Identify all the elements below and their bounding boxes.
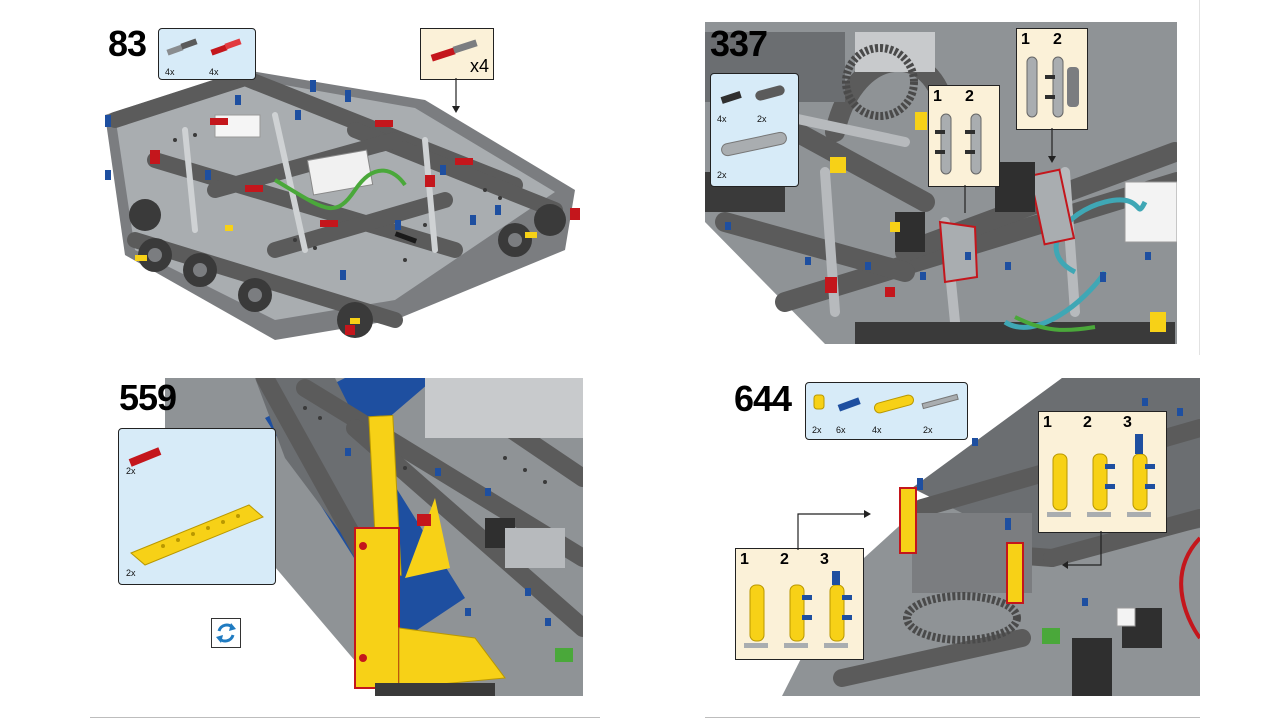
yellow-panel-icon xyxy=(130,504,264,566)
sub-step-number: 3 xyxy=(1123,414,1132,431)
beam-pin-assembly-icon xyxy=(1026,56,1079,118)
red-axle-pin-icon xyxy=(210,38,242,56)
sub-step-number: 1 xyxy=(933,88,942,105)
yellow-beam-icon xyxy=(874,394,914,414)
divider-line xyxy=(705,717,1200,718)
part-qty: 4x xyxy=(717,114,727,124)
part-qty: 2x xyxy=(812,425,822,435)
part-qty: 4x xyxy=(872,425,882,435)
right-arrow-icon xyxy=(797,510,871,550)
sub-step-number: 2 xyxy=(965,88,974,105)
part-qty: 2x xyxy=(126,568,136,578)
sub-step-number: 1 xyxy=(1043,414,1052,431)
divider-line xyxy=(1199,0,1200,355)
parts-callout: 4x 4x xyxy=(158,28,256,80)
left-arrow-icon xyxy=(1062,531,1102,569)
black-pin-icon xyxy=(720,91,742,104)
part-qty: 4x xyxy=(165,67,175,77)
sub-step-number: 1 xyxy=(740,551,749,568)
parts-callout: 2x 6x 4x 2x xyxy=(805,382,968,440)
sub-step-number: 3 xyxy=(820,551,829,568)
part-qty: 4x xyxy=(209,67,219,77)
step-number: 644 xyxy=(734,378,792,419)
sub-assembly-callout: x4 xyxy=(420,28,494,80)
step-83-model-illustration xyxy=(105,70,580,340)
step-644-panel: 644 2x 6x 4x 2x 1 2 3 xyxy=(722,378,1200,696)
parts-callout: 2x 2x xyxy=(118,428,276,585)
yellow-beam-assembly-icon xyxy=(744,571,852,648)
sub-assembly-qty: x4 xyxy=(469,56,489,76)
step-number: 83 xyxy=(108,23,147,64)
red-axle-pin-icon xyxy=(128,447,162,467)
part-qty: 2x xyxy=(923,425,933,435)
yellow-beam-assembly-icon xyxy=(1047,434,1155,517)
gray-beam-2-icon xyxy=(755,85,785,101)
down-arrow-icon xyxy=(452,78,460,113)
part-qty: 2x xyxy=(126,466,136,476)
yellow-connector-icon xyxy=(813,394,825,410)
divider-line xyxy=(90,717,600,718)
sub-step-number: 1 xyxy=(1021,31,1030,48)
blue-pin-icon xyxy=(837,397,861,412)
step-number: 559 xyxy=(119,378,177,418)
gray-axle-icon xyxy=(921,393,959,410)
parts-callout: 4x 2x 2x xyxy=(710,73,799,187)
sub-step-callout: 1 2 xyxy=(1016,28,1088,130)
gray-beam-5-icon xyxy=(721,131,787,157)
sub-step-callout: 1 2 3 xyxy=(1038,411,1167,533)
step-337-panel: 337 4x 2x 2x 1 2 1 2 xyxy=(705,22,1177,344)
part-qty: 6x xyxy=(836,425,846,435)
step-559-panel: 559 2x 2x xyxy=(105,378,583,696)
sub-step-number: 2 xyxy=(780,551,789,568)
beam-pin-assembly-icon xyxy=(935,113,982,175)
step-number: 337 xyxy=(710,23,768,64)
step-83-panel: 83 4x 4x x4 xyxy=(95,20,600,350)
sub-step-callout: 1 2 3 xyxy=(735,548,864,660)
rotate-model-button[interactable] xyxy=(211,618,241,648)
axle-pin-assembly-icon xyxy=(430,39,478,62)
gray-axle-pin-icon xyxy=(166,38,198,56)
sub-step-callout: 1 2 xyxy=(928,85,1000,187)
sub-step-number: 2 xyxy=(1053,31,1062,48)
down-arrow-icon xyxy=(1048,128,1056,163)
rotate-arrows-icon xyxy=(216,623,236,643)
part-qty: 2x xyxy=(757,114,767,124)
part-qty: 2x xyxy=(717,170,727,180)
sub-step-number: 2 xyxy=(1083,414,1092,431)
down-line-icon xyxy=(964,185,966,213)
